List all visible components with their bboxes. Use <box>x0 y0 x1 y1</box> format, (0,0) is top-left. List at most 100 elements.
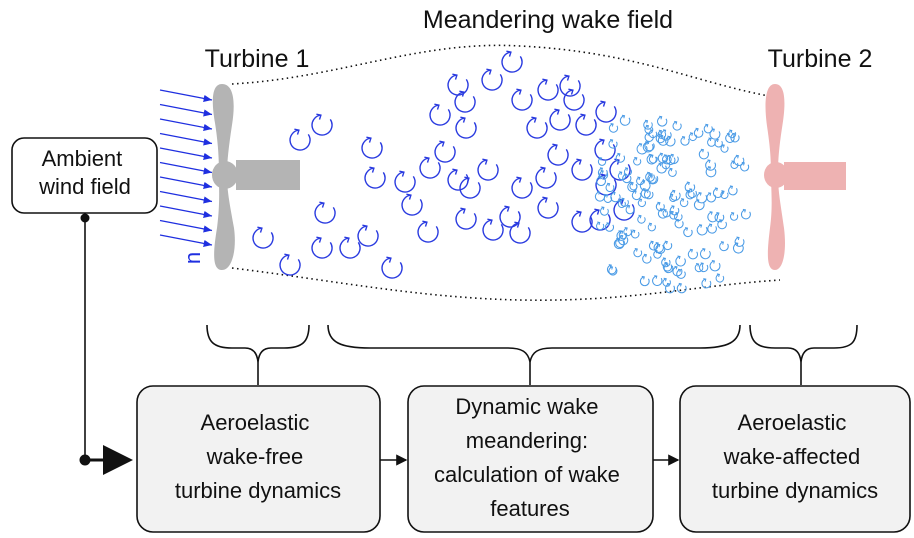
large-eddy <box>459 176 481 199</box>
small-eddy <box>600 206 609 216</box>
small-eddy <box>728 185 738 196</box>
small-eddy <box>637 214 646 224</box>
small-eddy <box>615 152 625 163</box>
small-eddy <box>657 134 669 146</box>
large-eddy <box>434 140 456 163</box>
large-eddy <box>289 128 311 151</box>
small-eddy <box>644 132 654 142</box>
small-eddy <box>662 261 673 272</box>
ambient-connector <box>79 213 133 475</box>
small-eddy <box>625 204 635 215</box>
small-eddy <box>696 224 708 236</box>
small-eddy <box>619 114 631 126</box>
small-eddy <box>643 119 653 130</box>
small-eddy <box>662 277 671 287</box>
box-wake-affected-dynamics: Aeroelastic wake-affected turbine dynami… <box>679 385 911 533</box>
small-eddy <box>730 212 739 221</box>
small-eddy <box>657 129 667 139</box>
wake-free-line-1: Aeroelastic <box>201 410 310 435</box>
small-eddy <box>714 212 725 223</box>
large-eddy <box>429 103 451 126</box>
large-eddy <box>311 236 333 259</box>
wake-affected-line-2: wake-affected <box>723 444 861 469</box>
large-eddy <box>394 170 416 193</box>
small-eddy <box>616 230 627 241</box>
box-wake-free-dynamics: Aeroelastic wake-free turbine dynamics <box>136 385 381 533</box>
turbine-2-icon <box>764 84 846 270</box>
wake-field-title: Meandering wake field <box>423 6 673 34</box>
small-eddy <box>594 191 606 202</box>
wind-arrow <box>159 190 213 204</box>
small-eddy <box>647 173 659 185</box>
large-eddy <box>339 236 361 259</box>
small-eddy <box>740 161 750 172</box>
small-eddy <box>608 266 618 276</box>
small-eddy <box>699 262 709 273</box>
large-eddy <box>314 201 336 224</box>
inflow-symbol: u <box>183 252 208 264</box>
small-eddy <box>688 132 697 142</box>
small-eddy <box>734 236 745 247</box>
ambient-wind-field-box: Ambient wind field <box>11 137 158 214</box>
wake-free-line-3: turbine dynamics <box>175 478 341 503</box>
large-eddy <box>252 226 274 249</box>
brace-turbine-2 <box>749 324 858 385</box>
small-eddy <box>648 129 658 139</box>
large-eddy <box>311 113 333 136</box>
small-eddy <box>668 153 679 165</box>
large-eddy <box>417 220 439 243</box>
small-eddy <box>672 265 683 277</box>
small-eddy <box>639 179 651 191</box>
small-eddy <box>596 221 605 231</box>
small-eddy <box>693 199 705 211</box>
small-eddy <box>597 157 607 166</box>
small-eddy <box>683 227 693 237</box>
small-eddy <box>698 148 709 160</box>
large-eddy <box>481 68 503 91</box>
large-eddy <box>419 156 441 179</box>
meandering-line-3: calculation of wake <box>434 462 620 487</box>
small-eddy <box>605 182 615 192</box>
small-eddy <box>623 227 632 237</box>
box-dynamic-wake-meandering: Dynamic wake meandering: calculation of … <box>407 385 654 533</box>
small-eddy <box>633 156 642 166</box>
small-eddy <box>707 223 717 234</box>
large-eddy <box>609 158 631 181</box>
small-eddy <box>663 262 674 274</box>
small-eddy <box>662 208 671 218</box>
large-eddy <box>361 136 383 159</box>
turbine-1-icon <box>212 84 300 270</box>
small-eddy <box>633 248 643 258</box>
small-eddy <box>696 192 708 204</box>
svg-text:Aeroelastic wake-free: Aeroelastic wake-free turbine dynamics <box>175 410 341 503</box>
large-eddy <box>454 90 476 113</box>
large-eddy <box>499 205 521 228</box>
small-eddy <box>665 282 675 294</box>
small-eddies <box>594 114 751 294</box>
small-eddy <box>669 193 678 202</box>
small-eddy <box>631 229 640 239</box>
small-eddy <box>719 241 729 252</box>
small-eddy <box>730 160 739 169</box>
small-eddy <box>674 218 684 229</box>
small-eddy <box>680 136 690 146</box>
small-eddy <box>732 242 744 254</box>
svg-text:Dynamic wake meandering:: Dynamic wake meandering: calculation of … <box>434 394 626 521</box>
large-eddy <box>526 116 548 139</box>
large-eddy <box>501 50 523 73</box>
wind-arrow <box>159 161 213 175</box>
small-eddy <box>701 278 712 289</box>
large-eddy <box>563 88 585 111</box>
large-eddy <box>511 176 533 199</box>
small-eddy <box>709 128 721 140</box>
large-eddy <box>364 166 386 189</box>
small-eddy <box>694 263 704 273</box>
wind-arrow <box>159 132 213 146</box>
large-eddy <box>559 74 581 97</box>
small-eddy <box>604 222 614 232</box>
small-eddy <box>620 197 629 207</box>
small-eddy <box>733 154 745 166</box>
large-eddy <box>571 210 593 233</box>
small-eddy <box>639 275 650 287</box>
